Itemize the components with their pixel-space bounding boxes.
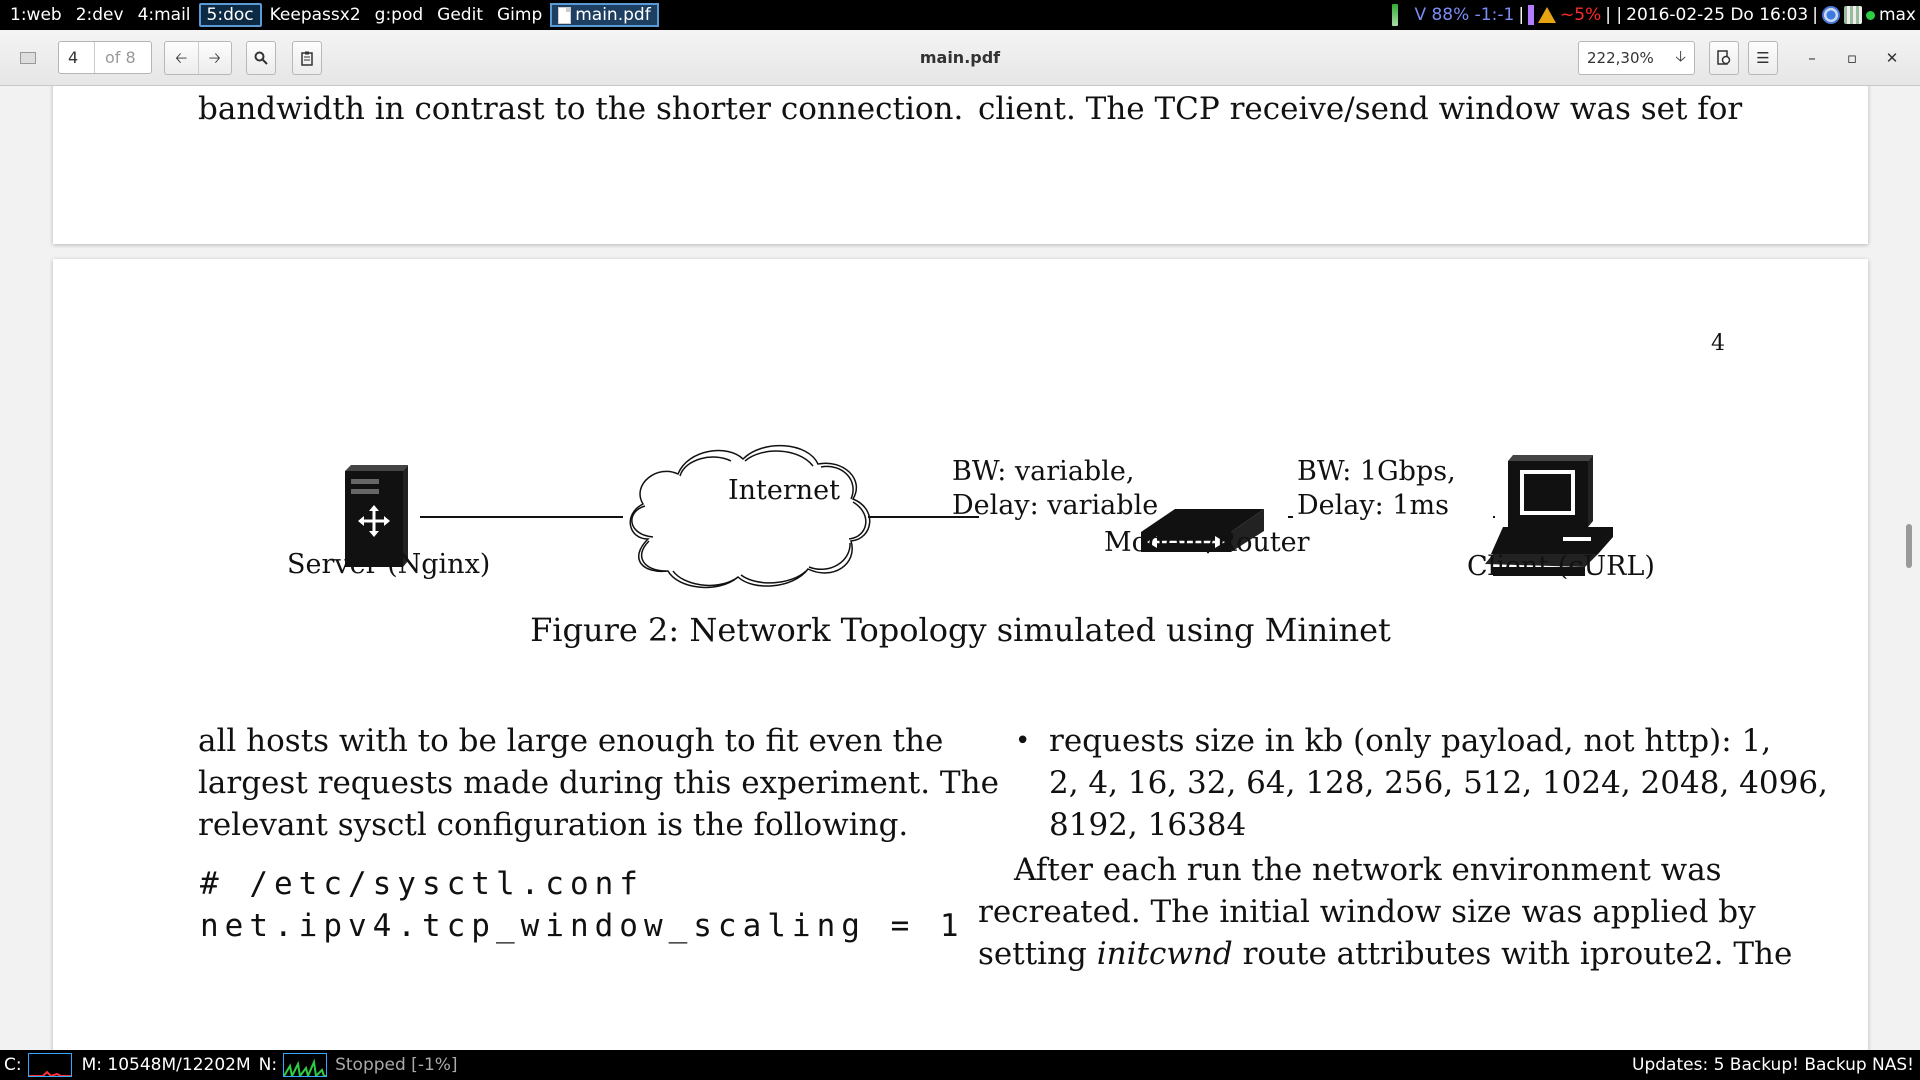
volume-status[interactable]: V 88% -1:-1 — [1414, 5, 1515, 25]
text-line: client. The TCP receive/send window was … — [978, 91, 1743, 127]
internet-label: Internet — [728, 475, 841, 506]
prev-page-button[interactable]: 🡠 — [165, 42, 198, 74]
link1-delay-label: Delay: variable — [952, 490, 1159, 521]
link2-bandwidth-label: BW: 1Gbps, — [1297, 456, 1456, 487]
page-total-label: of 8 — [105, 48, 136, 67]
memory-status: M: 10548M/12202M — [81, 1055, 251, 1075]
clock[interactable]: 2016-02-25 Do 16:03 — [1626, 5, 1809, 25]
close-button[interactable]: ✕ — [1880, 46, 1904, 70]
next-page-button[interactable]: 🡢 — [197, 42, 232, 74]
menu-button[interactable]: ☰ — [1748, 41, 1778, 75]
workspace-2-dev[interactable]: 2:dev — [75, 5, 124, 25]
system-tray: V 88% -1:-1 | ~5% | | 2016-02-25 Do 16:0… — [1392, 0, 1916, 30]
text-line: requests size in kb (only payload, not h… — [1049, 723, 1772, 759]
top-panel: 1:web 2:dev 4:mail 5:doc Keepassx2 g:pod… — [0, 0, 1920, 30]
workspace-g-pod[interactable]: g:pod — [374, 5, 424, 25]
text-line: relevant sysctl configuration is the fol… — [198, 807, 909, 843]
link1-bandwidth-label: BW: variable, — [952, 456, 1135, 487]
separator: | — [1812, 5, 1818, 25]
clipboard-icon — [301, 51, 313, 66]
code-line: net.ipv4.tcp_window_scaling = 1 — [200, 908, 965, 944]
text-line: After each run the network environment w… — [1014, 852, 1722, 888]
text-span: setting — [978, 936, 1097, 972]
close-icon: ✕ — [1885, 49, 1899, 67]
network-graph — [283, 1053, 328, 1077]
separator: | — [1518, 5, 1525, 25]
annotations-button[interactable] — [292, 41, 322, 75]
text-line: largest requests made during this experi… — [198, 765, 999, 801]
export-icon — [1717, 50, 1731, 65]
server-icon — [345, 465, 408, 567]
page-navigation: 🡠 🡢 — [164, 41, 232, 75]
page-number-input[interactable] — [59, 42, 95, 73]
notifications-status: Updates: 5 Backup! Backup NAS! — [1632, 1055, 1914, 1075]
load-status: ~5% — [1560, 5, 1602, 25]
bottom-panel: C: M: 10548M/12202M N: Stopped [-1%] Upd… — [0, 1050, 1920, 1080]
active-window-title: main.pdf — [575, 5, 651, 25]
router-icon — [1141, 509, 1264, 552]
maximize-button[interactable]: ▫ — [1840, 46, 1864, 70]
sidebar-icon — [20, 52, 36, 64]
cloud-icon — [629, 445, 871, 589]
page-number-label: 4 — [1711, 331, 1725, 356]
pdf-page-3: bandwidth in contrast to the shorter con… — [53, 86, 1868, 244]
hamburger-icon: ☰ — [1756, 49, 1770, 67]
arrow-down-icon: 🡣 — [1675, 46, 1686, 65]
link2-delay-label: Delay: 1ms — [1297, 490, 1449, 521]
computer-icon — [1485, 455, 1613, 576]
network-tray-icon[interactable] — [1843, 6, 1862, 24]
scrollbar-thumb[interactable] — [1906, 524, 1912, 568]
bullet-marker: • — [1015, 726, 1031, 756]
arrow-right-icon: 🡢 — [208, 49, 221, 67]
router-label: Modem/Router — [1104, 527, 1310, 558]
client-label: Client (cURL) — [1467, 551, 1655, 582]
active-window-tab[interactable]: main.pdf — [550, 3, 659, 27]
text-line: all hosts with to be large enough to fit… — [198, 723, 944, 759]
workspace-1-web[interactable]: 1:web — [10, 5, 62, 25]
pdf-page-4: 4 — [53, 259, 1868, 1050]
minimize-button[interactable]: – — [1800, 46, 1824, 70]
arrow-left-icon: 🡠 — [175, 49, 188, 67]
document-viewer[interactable]: bandwidth in contrast to the shorter con… — [0, 86, 1920, 1050]
text-line: recreated. The initial window size was a… — [978, 894, 1756, 930]
text-line: 2, 4, 16, 32, 64, 128, 256, 512, 1024, 2… — [1049, 765, 1828, 801]
cpu-graph — [27, 1053, 72, 1077]
temperature-icon — [1528, 5, 1535, 25]
cpu-label: C: — [4, 1055, 22, 1075]
chrome-tray-icon[interactable] — [1821, 6, 1840, 24]
workspace-gimp[interactable]: Gimp — [496, 5, 543, 25]
sidebar-toggle-button[interactable] — [14, 41, 42, 75]
minimize-icon: – — [1808, 49, 1816, 67]
code-line: # /etc/sysctl.conf — [200, 866, 644, 902]
find-button[interactable] — [246, 41, 276, 75]
status-dot-icon — [1865, 10, 1875, 20]
search-icon — [254, 51, 268, 65]
document-icon — [558, 6, 572, 24]
emphasis-text: initcwnd — [1096, 936, 1233, 972]
zoom-combo[interactable]: 222,30% 🡣 — [1578, 41, 1695, 75]
label-mask — [1293, 495, 1493, 539]
page-selector[interactable]: of 8 — [58, 41, 152, 74]
separator: | | — [1605, 5, 1623, 25]
workspace-keepassx2[interactable]: Keepassx2 — [269, 5, 361, 25]
text-span: route attributes with iproute2. The — [1232, 936, 1793, 972]
workspace-gedit[interactable]: Gedit — [437, 5, 483, 25]
player-status: Stopped [-1%] — [335, 1055, 458, 1075]
workspace-4-mail[interactable]: 4:mail — [137, 5, 191, 25]
network-label: N: — [258, 1055, 278, 1075]
user-label: max — [1878, 5, 1916, 25]
viewer-toolbar: main.pdf of 8 🡠 🡢 222,30% 🡣 ☰ – ▫ ✕ — [0, 30, 1920, 86]
zoom-value: 222,30% — [1587, 49, 1654, 67]
text-line: bandwidth in contrast to the shorter con… — [198, 91, 964, 127]
export-button[interactable] — [1709, 41, 1739, 75]
server-label: Server (Nginx) — [287, 549, 491, 580]
network-topology-figure — [345, 445, 1613, 589]
warning-icon — [1538, 7, 1557, 23]
maximize-icon: ▫ — [1846, 49, 1858, 67]
text-line: setting initcwnd route attributes with i… — [978, 933, 1792, 975]
workspace-5-doc[interactable]: 5:doc — [198, 3, 262, 27]
figure-caption: Figure 2: Network Topology simulated usi… — [530, 611, 1391, 649]
battery-icon — [1392, 4, 1399, 26]
text-line: 8192, 16384 — [1049, 807, 1247, 843]
